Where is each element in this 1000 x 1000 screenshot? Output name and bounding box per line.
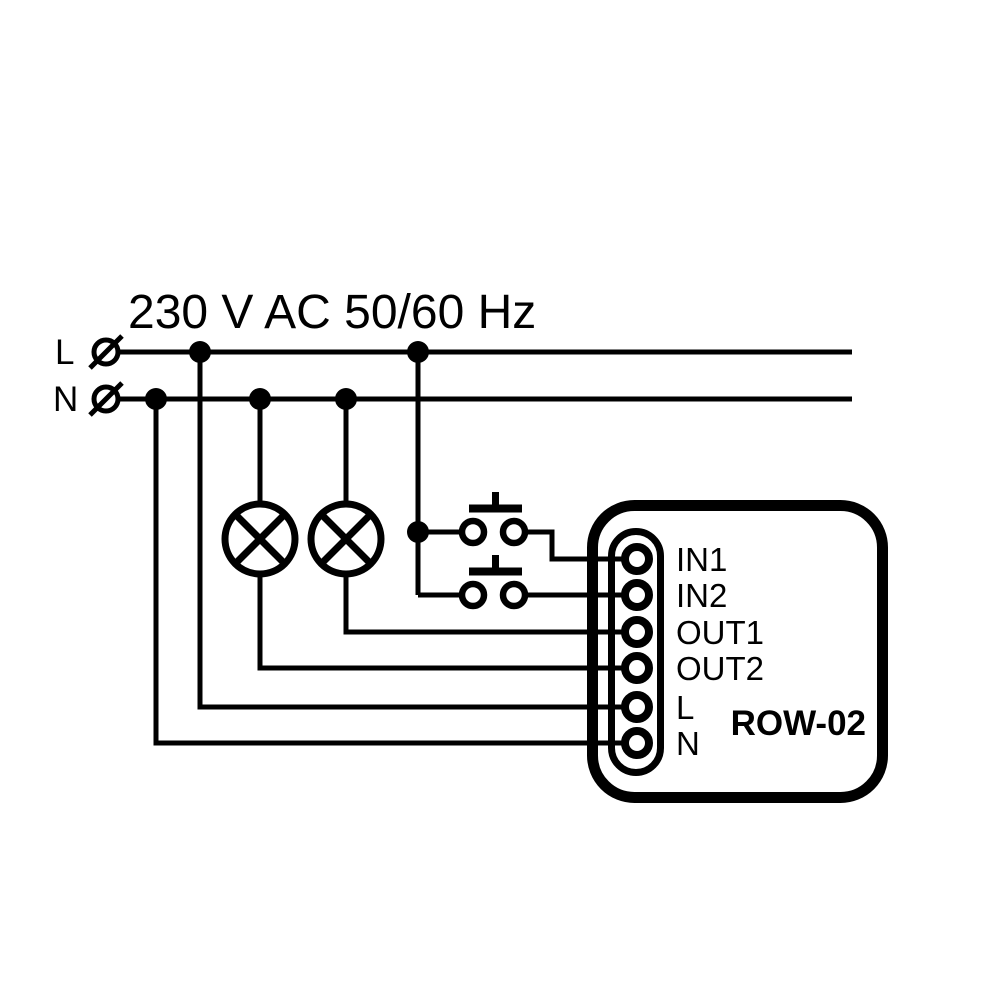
terminal-label-l: L: [676, 689, 694, 726]
device-model-label: ROW-02: [731, 704, 866, 743]
terminal-ring-in2: [621, 579, 653, 611]
terminal-label-in2: IN2: [676, 577, 727, 614]
neutral-source-terminal-slash: [88, 381, 124, 417]
junction-dot: [407, 341, 429, 363]
lamp2-icon: [307, 500, 385, 578]
junction-dot: [335, 388, 357, 410]
push-buttons: [458, 492, 529, 610]
terminal-label-n: N: [676, 725, 700, 762]
terminal-label-out1: OUT1: [676, 614, 764, 651]
device-terminal-rings: [621, 543, 653, 759]
lamp1-icon: [221, 500, 299, 578]
device-box-outline: [587, 500, 888, 803]
terminal-label-out2: OUT2: [676, 650, 764, 687]
line-bus-label: L: [55, 333, 74, 372]
supply-rating-title: 230 V AC 50/60 Hz: [128, 286, 536, 339]
junction-dots: [145, 341, 429, 543]
junction-dot: [189, 341, 211, 363]
junction-dot: [145, 388, 167, 410]
wire-button1-to-in1: [524, 529, 637, 562]
wire-lamp1-to-out2: [257, 572, 637, 671]
push-button1-icon: [458, 492, 529, 547]
terminal-ring-l: [621, 691, 653, 723]
push-button2-icon: [458, 555, 529, 610]
junction-dot: [407, 521, 429, 543]
wires: [118, 349, 852, 746]
lamps: [221, 500, 385, 578]
supply-terminals: [88, 334, 124, 417]
wire-line-to-device-l: [197, 352, 637, 710]
terminal-ring-out1: [621, 616, 653, 648]
neutral-source-terminal-icon: [91, 384, 121, 414]
terminal-ring-out2: [621, 652, 653, 684]
line-source-terminal-slash: [88, 334, 124, 370]
wire-lamp2-to-out1: [343, 572, 637, 635]
wire-neutral-to-device-n: [153, 399, 637, 746]
terminal-ring-in1: [621, 543, 653, 575]
line-source-terminal-icon: [91, 337, 121, 367]
junction-dot: [249, 388, 271, 410]
neutral-bus-label: N: [53, 380, 78, 419]
terminal-ring-n: [621, 727, 653, 759]
terminal-label-in1: IN1: [676, 541, 727, 578]
